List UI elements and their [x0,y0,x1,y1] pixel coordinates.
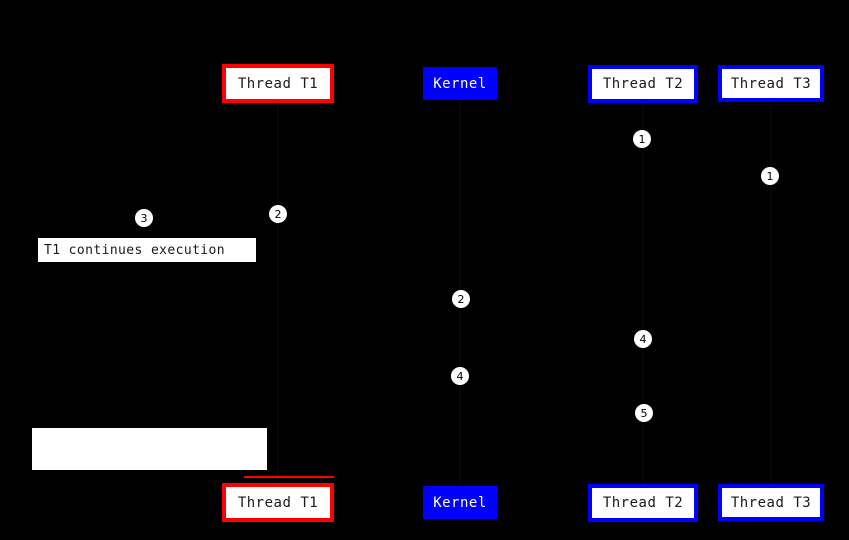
lifeline-accent-thread-t1 [244,476,334,478]
step-marker-t2-4: 4 [634,330,652,348]
step-marker-t1-3: 3 [135,209,153,227]
note-blank-panel [32,428,267,470]
participant-header-thread-t1[interactable]: Thread T1 [222,64,334,103]
step-marker-t2-5: 5 [635,404,653,422]
participant-header-thread-t3[interactable]: Thread T3 [718,65,824,102]
step-marker-kernel-2: 2 [452,290,470,308]
participant-footer-thread-t1[interactable]: Thread T1 [222,483,334,522]
lifeline-thread-t1 [277,103,279,483]
participant-header-thread-t2[interactable]: Thread T2 [588,65,698,103]
step-marker-t3-1: 1 [761,167,779,185]
lifeline-thread-t3 [770,102,772,484]
participant-footer-thread-t3[interactable]: Thread T3 [718,484,824,521]
lifeline-thread-t2 [642,103,644,484]
step-marker-t1-2: 2 [269,205,287,223]
note-t1-continues-execution: T1 continues execution [37,237,257,263]
participant-footer-kernel[interactable]: Kernel [423,486,497,519]
step-marker-t2-1: 1 [633,130,651,148]
participant-footer-thread-t2[interactable]: Thread T2 [588,484,698,522]
step-marker-kernel-4: 4 [451,367,469,385]
participant-header-kernel[interactable]: Kernel [423,67,497,100]
